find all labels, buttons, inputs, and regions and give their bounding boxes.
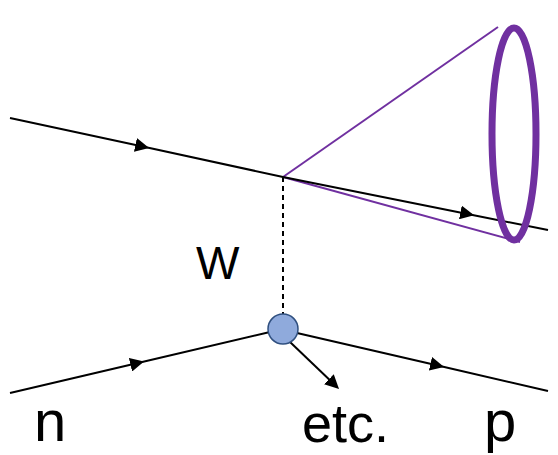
remnant-label: etc. — [302, 396, 389, 450]
incoming-lepton — [10, 118, 283, 177]
hadron-vertex — [268, 314, 298, 344]
w-propagator — [282, 177, 284, 314]
particle-label: p — [484, 392, 516, 450]
particle-label: n — [34, 392, 66, 450]
proton-line — [297, 333, 548, 391]
cone-line — [283, 177, 520, 242]
cone-line — [283, 27, 498, 177]
cone-ellipse — [492, 28, 536, 240]
boson-label: W — [196, 240, 239, 286]
neutron-line — [10, 332, 270, 393]
remnant-arrow — [290, 342, 336, 386]
outgoing-lepton — [283, 177, 548, 230]
